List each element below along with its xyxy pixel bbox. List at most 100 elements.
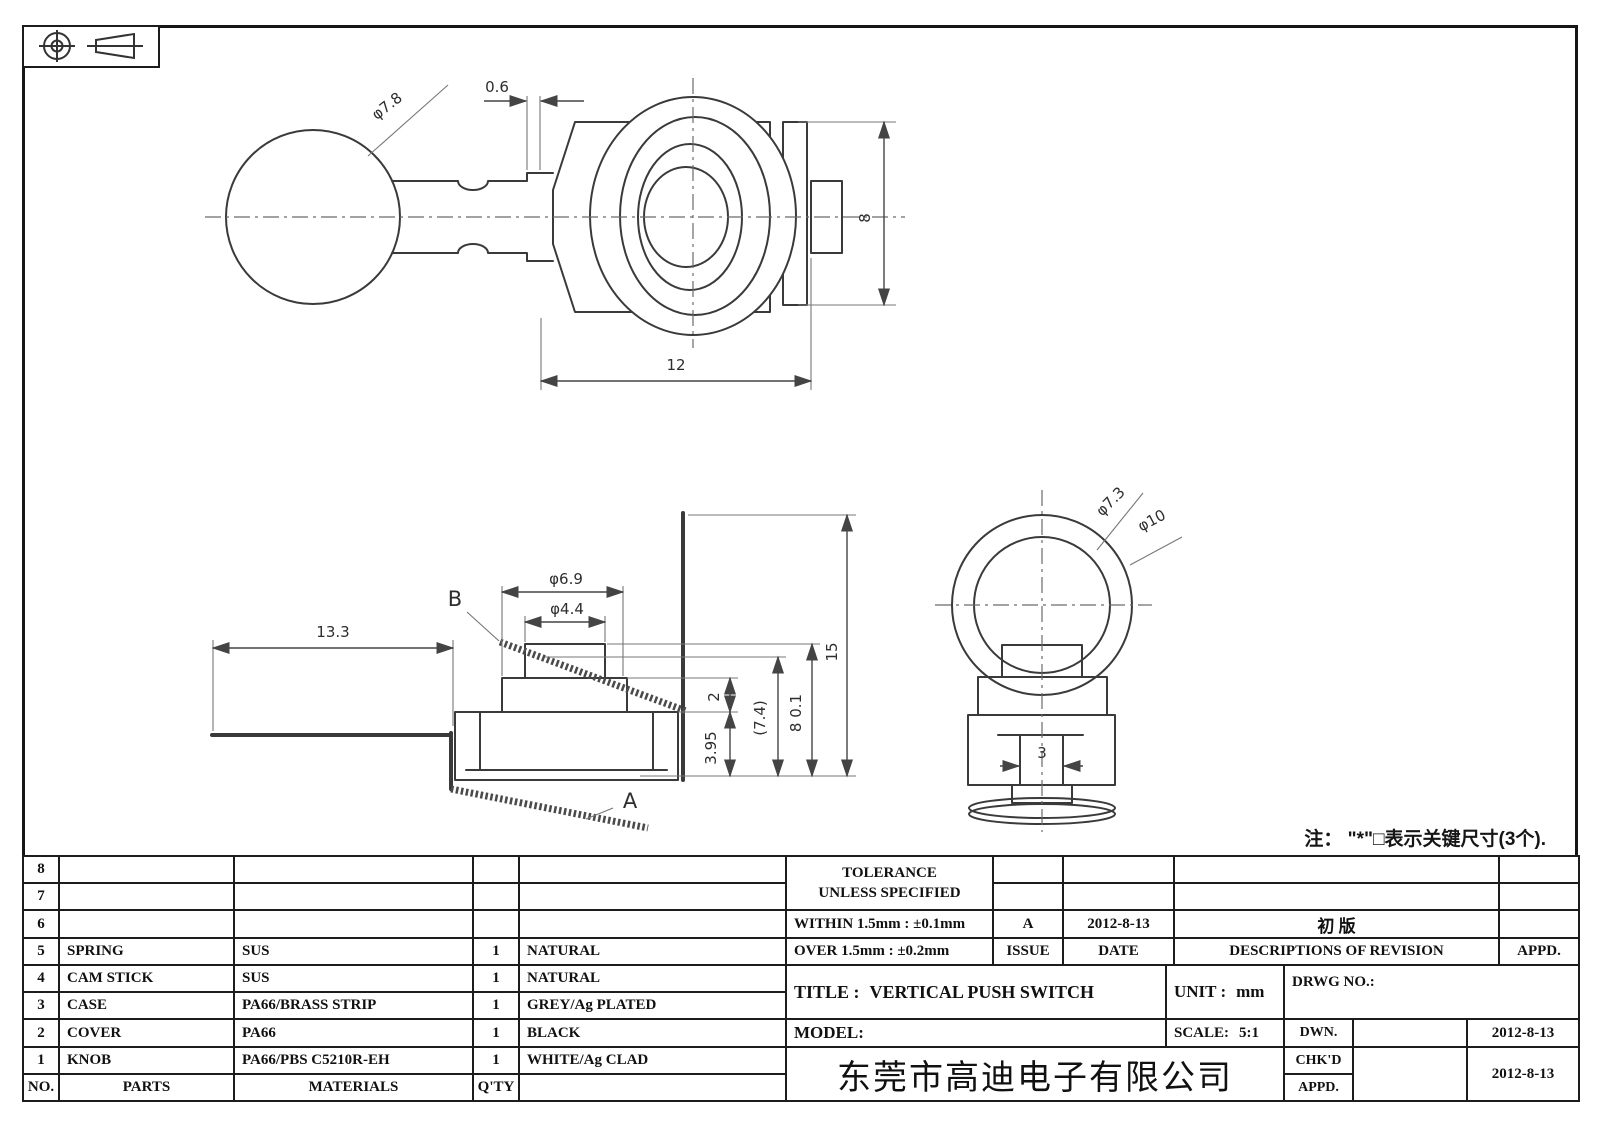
dim-ball-diameter: φ7.8 [368,89,406,124]
target-circle-icon [39,30,75,62]
revision-empty-cell [1062,882,1175,911]
label-a: A [623,789,638,813]
part-row-qty [472,909,520,939]
dwn-signature-cell [1352,1018,1468,1048]
revision-empty-cell [992,855,1064,884]
part-row-material: SUS [233,937,474,966]
part-row-no: 3 [22,991,60,1020]
scale-cell: SCALE: 5:1 [1165,1018,1285,1048]
part-row-qty: 1 [472,1046,520,1075]
scale-label: SCALE: [1174,1024,1230,1041]
spring-a [450,785,649,832]
chkd-date: 2012-8-13 [1466,1046,1580,1102]
dim-body-height: 8 0.1 [787,694,805,732]
dim-width-12: 12 [666,356,685,374]
part-row-name [58,855,235,884]
drawing-views: 0.6 φ7.8 8 12 [205,78,1183,832]
part-row-name: CASE [58,991,235,1020]
revision-date-label: DATE [1062,937,1175,966]
dim-ref-height: (7.4) [751,700,769,736]
part-row-material: PA66/PBS C5210R-EH [233,1046,474,1075]
dim-lever-length: 13.3 [316,623,349,641]
part-row-material: PA66 [233,1018,474,1048]
tolerance-title: TOLERANCE UNLESS SPECIFIED [785,855,994,911]
part-row-no: 2 [22,1018,60,1048]
revision-description-label: DESCRIPTIONS OF REVISION [1173,937,1500,966]
part-row-color [518,882,787,911]
stem-top-edge [391,172,554,191]
dim-total-height: 15 [823,642,841,661]
right-view: φ7.3 φ10 3 [935,483,1183,832]
title-cell: TITLE : VERTICAL PUSH SWITCH [785,964,1167,1020]
part-row-name: KNOB [58,1046,235,1075]
part-row-qty: 1 [472,964,520,993]
projection-symbols [39,30,143,62]
revision-issue-label: ISSUE [992,937,1064,966]
unit-value: mm [1236,982,1265,1001]
part-row-material [233,882,474,911]
model-cell: MODEL: [785,1018,1167,1048]
part-row-color: BLACK [518,1018,787,1048]
dim-ring-inner: φ7.3 [1092,483,1129,520]
part-row-material [233,855,474,884]
chkd-signature-cell [1352,1046,1468,1102]
parts-header-parts: PARTS [58,1073,235,1102]
part-row-color: NATURAL [518,937,787,966]
part-row-no: 8 [22,855,60,884]
revision-issue-value: A [992,909,1064,939]
switch-case [454,711,679,781]
revision-empty-cell [992,882,1064,911]
dim-lip: 0.6 [485,78,509,96]
projection-symbol-box [22,25,160,68]
part-row-material: PA66/BRASS STRIP [233,991,474,1020]
revision-empty-cell [1498,882,1580,911]
spring-b [498,638,688,715]
tolerance-over: OVER 1.5mm : ±0.2mm [785,937,994,966]
dim-step-2: 2 [705,692,723,702]
dwn-label: DWN. [1283,1018,1354,1048]
part-row-color [518,909,787,939]
dim-slot-width: 3 [1037,744,1047,762]
chkd-label: CHK'D [1283,1046,1354,1075]
part-row-material [233,909,474,939]
part-row-qty: 1 [472,1018,520,1048]
appd-label: APPD. [1283,1073,1354,1102]
dim-height-8: 8 [856,213,874,223]
part-row-no: 4 [22,964,60,993]
part-row-qty [472,855,520,884]
key-dimension-note: 注： "*"□表示关键尺寸(3个). [1304,829,1546,850]
revision-empty-cell [1173,855,1500,884]
part-row-material: SUS [233,964,474,993]
revision-empty-cell [1173,882,1500,911]
revision-empty-cell [1062,855,1175,884]
company-name: 东莞市高迪电子有限公司 [785,1046,1285,1102]
part-row-qty [472,882,520,911]
top-view: 0.6 φ7.8 8 12 [205,78,905,390]
part-row-name: COVER [58,1018,235,1048]
part-row-color: GREY/Ag PLATED [518,991,787,1020]
revision-description-value: 初 版 [1173,909,1500,939]
part-row-color: NATURAL [518,964,787,993]
unit-label: UNIT : [1174,982,1227,1001]
dim-knob-stem: φ4.4 [550,600,584,618]
drwg-no-cell: DRWG NO.: [1283,964,1580,1020]
stem-bottom-edge [391,243,554,262]
part-row-name [58,909,235,939]
part-row-name: CAM STICK [58,964,235,993]
knob-stem [524,643,606,679]
part-row-color: WHITE/Ag CLAD [518,1046,787,1075]
part-row-name: SPRING [58,937,235,966]
part-row-no: 6 [22,909,60,939]
unit-cell: UNIT : mm [1165,964,1285,1020]
side-view: 13.3 φ6.9 φ4.4 B A 2 3.95 (7.4) 8 0.1 15 [210,511,856,832]
parts-header-qty: Q'TY [472,1073,520,1102]
part-row-name [58,882,235,911]
parts-header-color [518,1073,787,1102]
title-value: VERTICAL PUSH SWITCH [869,981,1094,1002]
scale-value: 5:1 [1239,1024,1260,1041]
part-row-qty: 1 [472,937,520,966]
tolerance-within: WITHIN 1.5mm : ±0.1mm [785,909,994,939]
revision-appd-label: APPD. [1498,937,1580,966]
part-row-qty: 1 [472,991,520,1020]
